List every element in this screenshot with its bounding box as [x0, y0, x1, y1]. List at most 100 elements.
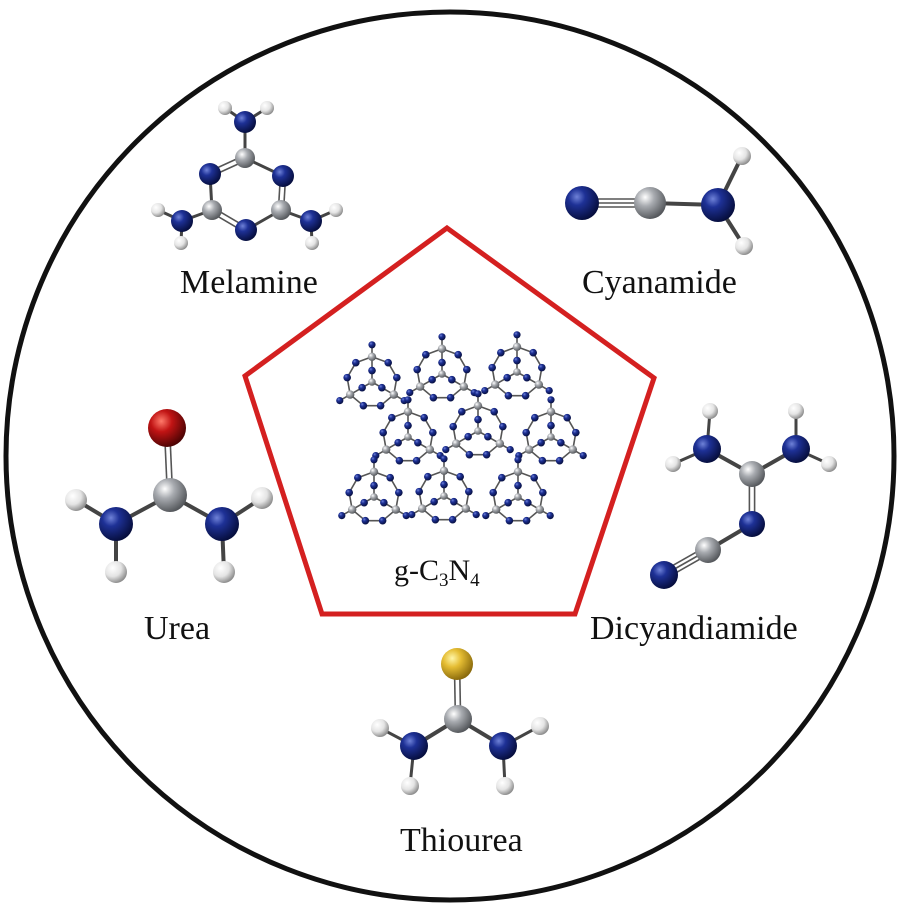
dicyandiamide-molecule — [650, 403, 837, 589]
carbon-atom — [439, 466, 449, 475]
nitrogen-atom — [474, 415, 482, 424]
g-c3n4-label: g-C3N4 — [394, 554, 480, 591]
nitrogen-atom — [395, 456, 404, 465]
nitrogen-atom — [438, 333, 446, 341]
carbon-atom — [459, 382, 469, 391]
carbon-atom — [474, 427, 482, 435]
carbon-atom — [524, 445, 534, 454]
hydrogen-atom — [733, 147, 751, 165]
carbon-atom — [495, 439, 505, 448]
nitrogen-atom — [402, 511, 410, 520]
nitrogen-atom — [537, 438, 545, 447]
g-c3n4-pentagon — [242, 224, 657, 617]
carbon-atom — [368, 378, 376, 386]
nitrogen-atom — [413, 365, 421, 374]
nitrogen-atom — [440, 455, 448, 463]
carbon-atom — [634, 187, 666, 219]
nitrogen-atom — [234, 111, 256, 133]
nitrogen-atom — [504, 391, 513, 400]
nitrogen-atom — [450, 497, 458, 506]
g-c3n4-nitrogen: N — [448, 554, 471, 587]
nitrogen-atom — [438, 358, 446, 367]
nitrogen-atom — [498, 473, 506, 482]
nitrogen-atom — [465, 487, 473, 496]
heptazine-unit — [375, 399, 441, 465]
nitrogen-atom — [522, 516, 531, 525]
carbon-atom — [440, 492, 448, 500]
carbon-atom — [451, 439, 461, 448]
nitrogen-atom — [572, 428, 580, 437]
nitrogen-atom — [205, 507, 239, 541]
hydrogen-atom — [702, 403, 718, 419]
carbon-atom — [425, 445, 435, 454]
nitrogen-atom — [370, 456, 378, 464]
nitrogen-atom — [272, 165, 294, 187]
heptazine-unit — [445, 393, 511, 459]
heptazine-unit — [409, 336, 475, 402]
nitrogen-atom — [463, 365, 471, 374]
thiourea-molecule — [371, 648, 549, 795]
carbon-atom — [739, 461, 765, 487]
nitrogen-atom — [504, 498, 512, 507]
nitrogen-atom — [489, 732, 517, 760]
heptazine-unit — [339, 344, 405, 410]
carbon-atom — [391, 505, 401, 514]
carbon-atom — [547, 433, 555, 441]
nitrogen-atom — [538, 456, 547, 465]
cyanamide-label: Cyanamide — [582, 264, 737, 301]
nitrogen-atom — [395, 488, 403, 497]
nitrogen-atom — [701, 188, 735, 222]
nitrogen-atom — [345, 488, 353, 497]
nitrogen-atom — [497, 348, 505, 357]
nitrogen-atom — [394, 438, 402, 447]
carbon-atom — [271, 200, 291, 220]
nitrogen-atom — [650, 561, 678, 589]
g-c3n4-subscript-3: 3 — [439, 570, 449, 591]
nitrogen-atom — [521, 391, 530, 400]
carbon-atom — [381, 445, 391, 454]
nitrogen-atom — [370, 481, 378, 490]
nitrogen-atom — [99, 507, 133, 541]
carbon-atom — [534, 380, 544, 389]
nitrogen-atom — [545, 387, 553, 395]
nitrogen-atom — [414, 438, 422, 447]
carbon-atom — [370, 493, 378, 501]
hydrogen-atom — [65, 489, 87, 511]
hydrogen-atom — [821, 456, 837, 472]
nitrogen-atom — [499, 422, 507, 431]
nitrogen-atom — [484, 432, 492, 441]
nitrogen-atom — [199, 163, 221, 185]
nitrogen-atom — [565, 186, 599, 220]
carbon-atom — [153, 478, 187, 512]
nitrogen-atom — [530, 473, 538, 482]
carbon-atom — [347, 505, 357, 514]
hydrogen-atom — [788, 403, 804, 419]
carbon-atom — [403, 407, 413, 416]
nitrogen-atom — [400, 732, 428, 760]
nitrogen-atom — [368, 341, 376, 349]
nitrogen-atom — [429, 428, 437, 437]
hydrogen-atom — [496, 777, 514, 795]
carbon-atom — [695, 537, 721, 563]
nitrogen-atom — [422, 350, 430, 359]
carbon-atom — [444, 705, 472, 733]
nitrogen-atom — [408, 510, 416, 519]
nitrogen-atom — [235, 219, 257, 241]
nitrogen-atom — [539, 488, 547, 497]
carbon-atom — [438, 370, 446, 378]
thiourea-label: Thiourea — [400, 822, 523, 859]
nitrogen-atom — [547, 421, 555, 430]
dicyandiamide-label: Dicyandiamide — [590, 610, 798, 647]
nitrogen-atom — [415, 487, 423, 496]
nitrogen-atom — [420, 413, 428, 422]
heptazine-unit — [411, 458, 477, 524]
hydrogen-atom — [531, 717, 549, 735]
nitrogen-atom — [488, 363, 496, 372]
nitrogen-atom — [376, 401, 385, 410]
nitrogen-atom — [481, 387, 489, 395]
hydrogen-atom — [305, 236, 319, 250]
nitrogen-atom — [378, 516, 387, 525]
nitrogen-atom — [555, 456, 564, 465]
carbon-atom — [535, 505, 545, 514]
